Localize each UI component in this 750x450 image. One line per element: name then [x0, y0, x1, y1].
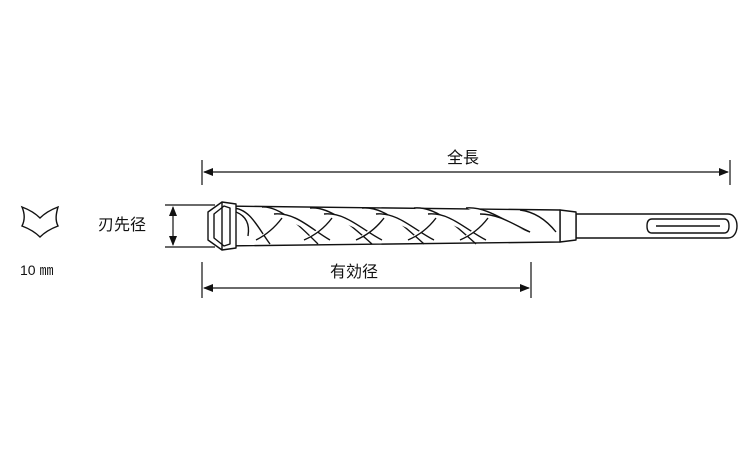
effective-length-dimension: [201, 262, 532, 298]
shank-cross-section-icon: [20, 205, 60, 238]
overall-length-dimension: [201, 160, 731, 185]
overall-length-label: 全長: [447, 148, 480, 167]
shank-spec-label: 10 ㎜: [20, 262, 54, 278]
effective-length-label: 有効径: [330, 262, 379, 281]
cutting-diameter-label: 刃先径: [98, 215, 147, 234]
cutting-diameter-dimension: [165, 204, 215, 248]
drill-bit: [207, 201, 738, 251]
drill-collar: [559, 209, 577, 243]
